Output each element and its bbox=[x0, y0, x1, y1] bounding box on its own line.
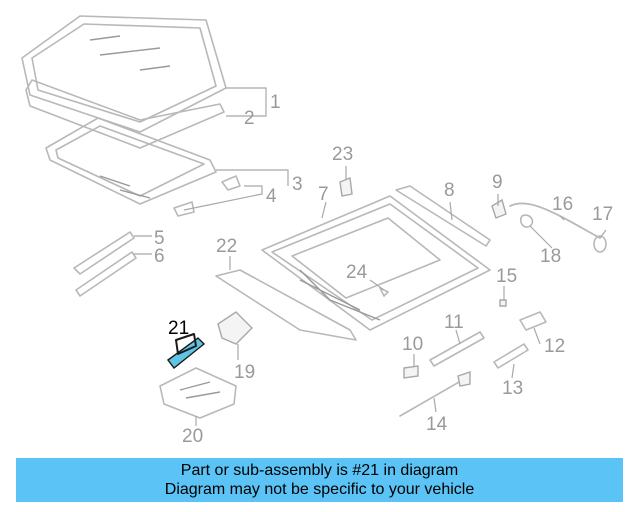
part-11-guide bbox=[429, 331, 485, 367]
leader-lines bbox=[134, 87, 607, 426]
callout-23: 23 bbox=[332, 144, 353, 165]
part-4-brackets bbox=[173, 175, 241, 217]
callout-12: 12 bbox=[544, 336, 565, 357]
callout-1: 1 bbox=[270, 92, 281, 113]
part-10-cap bbox=[403, 365, 419, 379]
callout-16: 16 bbox=[552, 194, 573, 215]
part-23-bracket bbox=[339, 177, 353, 197]
part-13-rail bbox=[493, 343, 529, 369]
callout-8: 8 bbox=[444, 180, 455, 201]
part-7-sunroof-frame bbox=[261, 195, 491, 331]
callout-24: 24 bbox=[346, 262, 368, 283]
callout-19: 19 bbox=[234, 362, 255, 383]
part-8-rail bbox=[395, 185, 491, 247]
part-24-pin bbox=[379, 287, 389, 297]
callout-15: 15 bbox=[496, 266, 517, 287]
callout-2: 2 bbox=[244, 108, 255, 129]
callout-5: 5 bbox=[154, 228, 165, 249]
banner-line-1: Part or sub-assembly is #21 in diagram bbox=[180, 462, 459, 479]
callout-11: 11 bbox=[444, 312, 464, 333]
callout-10: 10 bbox=[402, 334, 423, 355]
parts-diagram: 1 2 3 4 5 6 7 8 9 10 11 12 13 14 15 16 1… bbox=[21, 15, 613, 447]
callout-13: 13 bbox=[502, 378, 523, 399]
part-16-drain-hose bbox=[509, 202, 601, 239]
part-9-clip bbox=[491, 198, 507, 219]
part-20-base-plate bbox=[159, 367, 237, 419]
part-2-seal bbox=[25, 79, 225, 149]
callout-3: 3 bbox=[292, 174, 303, 195]
callout-20: 20 bbox=[182, 426, 203, 447]
callout-14: 14 bbox=[426, 414, 448, 435]
banner-line-2: Diagram may not be specific to your vehi… bbox=[164, 481, 475, 498]
part-6-rail bbox=[75, 251, 137, 297]
info-banner: Part or sub-assembly is #21 in diagram D… bbox=[16, 458, 623, 502]
part-18-clamp bbox=[519, 214, 534, 228]
part-19-motor bbox=[217, 311, 253, 345]
part-21-highlighted bbox=[167, 333, 206, 369]
callout-4: 4 bbox=[266, 186, 277, 207]
callout-21: 21 bbox=[168, 318, 189, 339]
part-15-screw bbox=[499, 299, 507, 307]
part-17-grommet bbox=[593, 235, 607, 253]
callout-9: 9 bbox=[492, 172, 503, 193]
part-3-frame bbox=[45, 117, 217, 205]
callout-18: 18 bbox=[540, 246, 561, 267]
callout-7: 7 bbox=[318, 184, 329, 205]
callout-6: 6 bbox=[154, 246, 165, 267]
callout-17: 17 bbox=[592, 204, 613, 225]
part-5-rail bbox=[73, 231, 135, 275]
part-12-bracket bbox=[519, 311, 547, 331]
callout-labels: 1 2 3 4 5 6 7 8 9 10 11 12 13 14 15 16 1… bbox=[154, 92, 613, 447]
part-22-drip-rail bbox=[215, 269, 357, 341]
part-14-cable bbox=[399, 371, 471, 417]
callout-22: 22 bbox=[216, 236, 237, 257]
